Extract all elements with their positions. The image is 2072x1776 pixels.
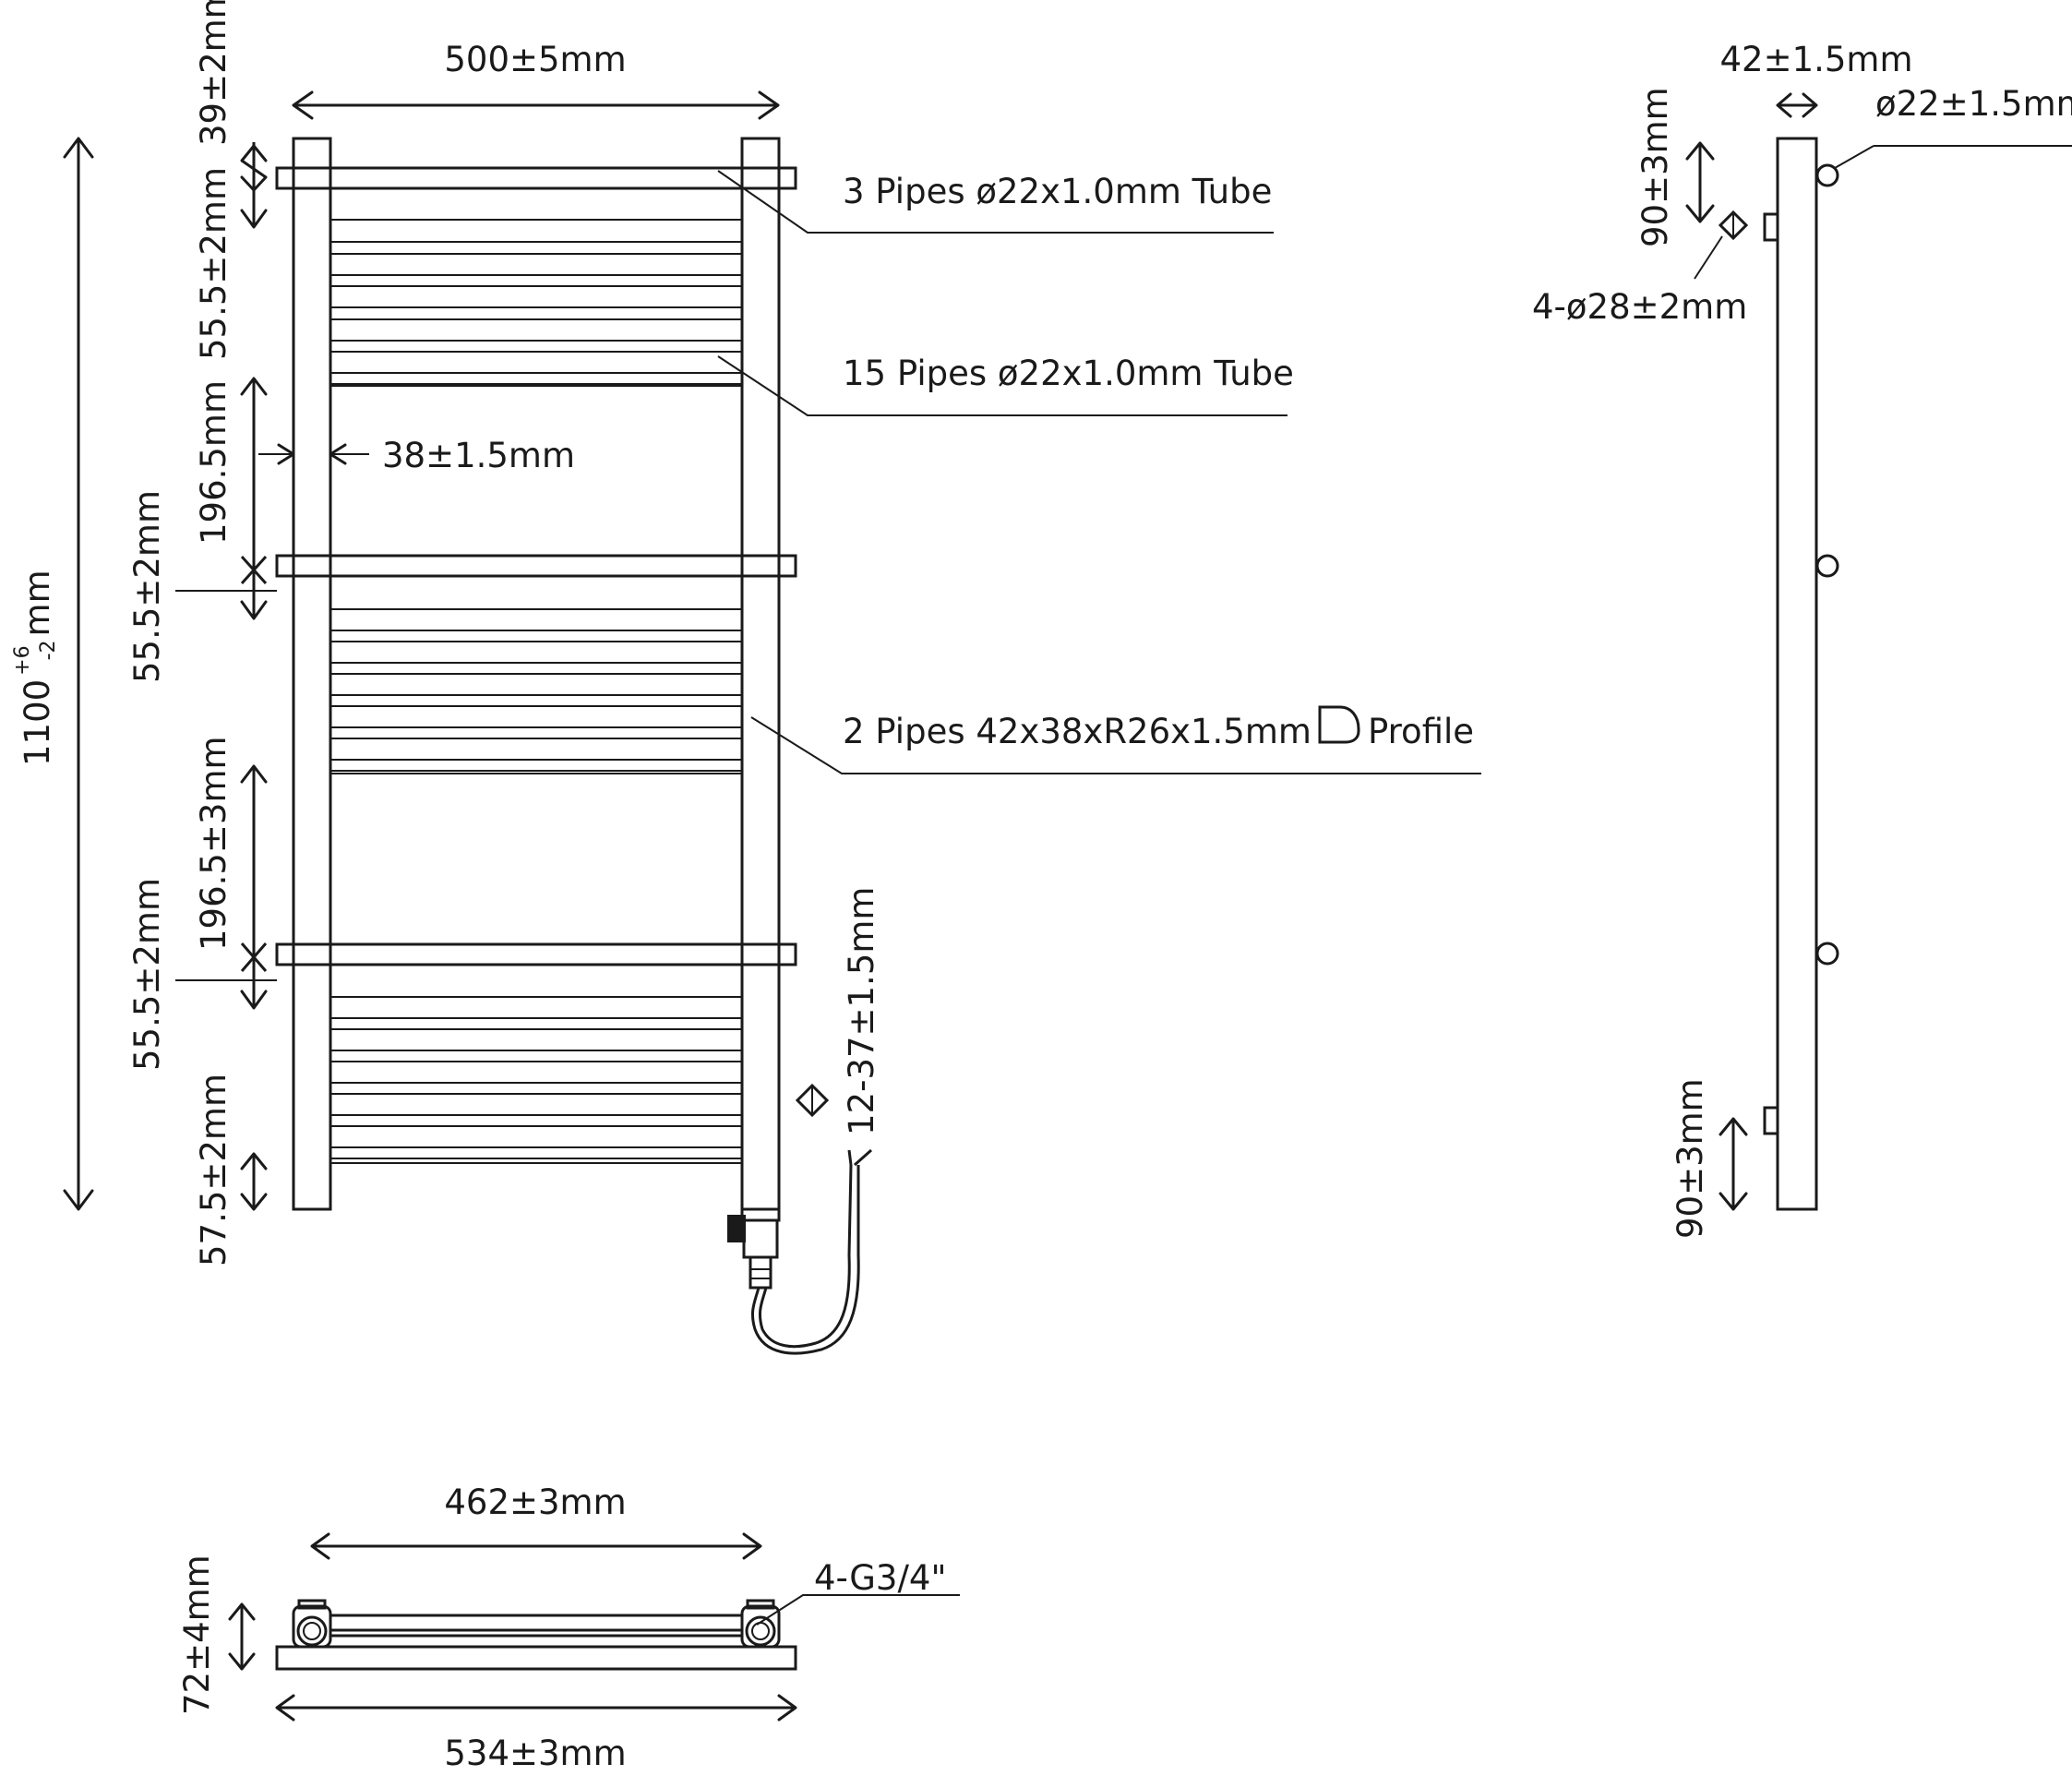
inlet-right bbox=[740, 1599, 781, 1649]
side-rail bbox=[1776, 137, 1818, 1211]
tube-lower bbox=[1815, 942, 1839, 966]
d-profile-icon bbox=[1318, 705, 1360, 744]
profile-bar-top bbox=[275, 166, 797, 190]
callout-leaders bbox=[717, 170, 1481, 1626]
inlets-label: 4-G3/4" bbox=[814, 1558, 946, 1598]
left-rail bbox=[292, 137, 332, 1211]
total-height-label: 1100 +6 -2 mm bbox=[11, 570, 60, 766]
rail-width-dimension bbox=[258, 443, 369, 465]
callout-2-pipes: 2 Pipes 42x38xR26x1.5mm bbox=[843, 712, 1311, 751]
spacing-2-label: 196.5±3mm bbox=[194, 736, 234, 951]
inlet-left bbox=[292, 1599, 332, 1649]
callout-15-pipes: 15 Pipes ø22x1.0mm Tube bbox=[843, 354, 1294, 393]
group-gap-2-label: 55.5±2mm bbox=[127, 490, 167, 683]
spacing-1-label: 196.5mm bbox=[194, 380, 234, 545]
tube-diameter-leader bbox=[1834, 145, 1874, 169]
bottom-view: 4-G3/4" 462±3mm 534±3mm 72±4mm bbox=[177, 1482, 946, 1773]
overall-width-dimension bbox=[275, 1694, 797, 1722]
bracket-diameter-label: 4-ø28±2mm bbox=[1532, 287, 1747, 327]
rail-width-label: 38±1.5mm bbox=[382, 436, 575, 475]
left-chain-dimensions bbox=[175, 142, 277, 1211]
group-gap-3-label: 55.5±2mm bbox=[127, 878, 167, 1071]
wall-plate bbox=[275, 1645, 797, 1671]
projection-label: 72±4mm bbox=[177, 1554, 217, 1715]
callout-3-pipes: 3 Pipes ø22x1.0mm Tube bbox=[843, 172, 1272, 211]
projection-dimension bbox=[228, 1602, 256, 1671]
depth-dimension bbox=[1776, 92, 1818, 118]
tube-middle bbox=[1815, 554, 1839, 578]
bottom-bracket bbox=[1763, 1106, 1779, 1135]
top-bracket bbox=[1763, 212, 1779, 242]
bottom-bracket-label: 90±3mm bbox=[1671, 1078, 1710, 1239]
bottom-offset-label: 57.5±2mm bbox=[194, 1074, 234, 1266]
width-top-dimension bbox=[292, 90, 780, 120]
centers-label: 462±3mm bbox=[444, 1482, 626, 1522]
callout-2-pipes-profile: Profile bbox=[1368, 712, 1474, 751]
overall-width-label: 534±3mm bbox=[444, 1734, 626, 1773]
tube-diameter-label: ø22±1.5mm bbox=[1875, 84, 2072, 124]
tube-top bbox=[1815, 163, 1839, 187]
total-height-dimension bbox=[63, 137, 94, 1211]
bottom-bracket-dimension bbox=[1719, 1117, 1748, 1211]
pipe-group-3 bbox=[330, 996, 742, 1164]
bracket-diameter-icon bbox=[1694, 210, 1749, 280]
group-gap-1-label: 55.5±2mm bbox=[194, 167, 234, 360]
side-view: 42±1.5mm ø22±1.5mm 90±3mm 4-ø28±2mm 90±3… bbox=[1532, 40, 2072, 1239]
pipe-group-1 bbox=[330, 219, 742, 387]
heating-element bbox=[727, 1148, 872, 1355]
depth-label: 42±1.5mm bbox=[1719, 40, 1912, 79]
centers-dimension bbox=[310, 1532, 762, 1560]
top-offset-label: 39±2mm bbox=[194, 0, 234, 146]
right-rail bbox=[740, 137, 781, 1211]
pipe-group-2 bbox=[330, 608, 742, 774]
top-bracket-label: 90±3mm bbox=[1635, 87, 1675, 247]
profile-bar-middle bbox=[275, 554, 797, 578]
element-key-label: 12-37±1.5mm bbox=[842, 887, 881, 1135]
top-bracket-dimension bbox=[1685, 141, 1715, 223]
element-key-icon bbox=[795, 1083, 830, 1118]
profile-bar-lower bbox=[275, 942, 797, 966]
front-view: 12-37±1.5mm 500±5mm 1100 +6 -2 mm bbox=[11, 0, 1481, 1626]
width-top-label: 500±5mm bbox=[444, 40, 626, 79]
